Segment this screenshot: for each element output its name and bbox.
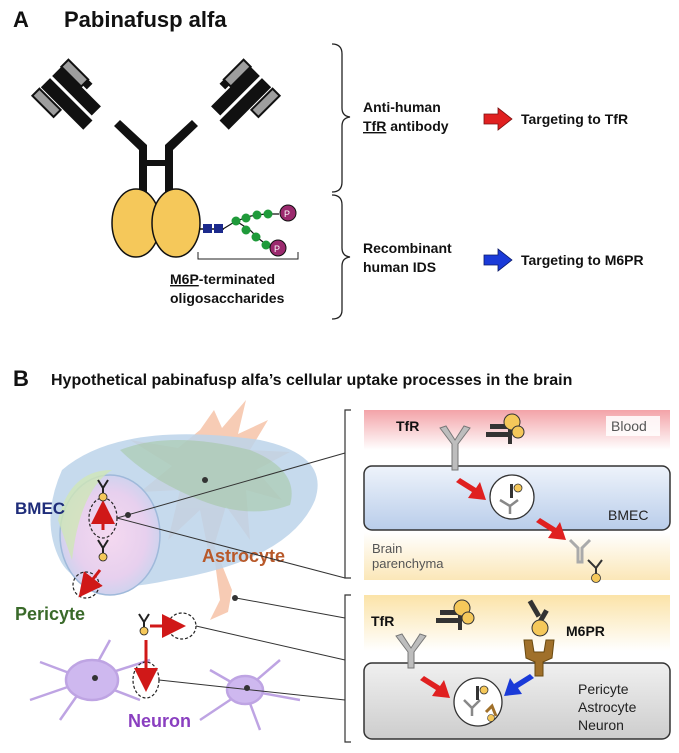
panel-b-title: Hypothetical pabinafusp alfa’s cellular … <box>51 372 572 389</box>
ids-target: Targeting to M6PR <box>521 252 644 268</box>
antibody-illustration <box>30 58 297 258</box>
blood-label: Blood <box>611 418 647 434</box>
top-box-bracket <box>344 409 351 579</box>
bottom-box-bracket <box>344 594 351 743</box>
target-cell-layer <box>363 662 671 740</box>
panel-b-letter: B <box>13 366 29 391</box>
oligo-label-line2: oligosaccharides <box>170 290 285 306</box>
top-box-illustration <box>439 413 603 583</box>
antibody-label-line1: Anti-human <box>363 99 441 115</box>
oligo-line1-rest: -terminated <box>199 271 275 287</box>
antibody-target: Targeting to TfR <box>521 111 628 127</box>
bottom-tfr-label: TfR <box>371 613 394 629</box>
ids-label-line2: human IDS <box>363 259 436 275</box>
bottom-parenchyma-region <box>364 595 670 651</box>
astrocyte-label: Astrocyte <box>202 546 285 566</box>
top-bmec-label: BMEC <box>608 507 648 523</box>
panel-a-letter: A <box>13 7 29 32</box>
phosphate-label-2: P <box>274 244 280 254</box>
parenchyma-line2: parenchyma <box>372 556 444 571</box>
antibody-brace <box>331 43 351 193</box>
tfr-underlined: TfR <box>363 118 386 134</box>
parenchyma-region <box>364 532 670 580</box>
bmec-label: BMEC <box>15 499 65 518</box>
brain-cells-illustration <box>29 400 318 731</box>
connector-lines <box>116 452 346 701</box>
m6p-underlined: M6P <box>170 271 199 287</box>
cell-label-line3: Neuron <box>578 717 624 733</box>
panel-a-title: Pabinafusp alfa <box>64 7 227 32</box>
ids-label-line1: Recombinant <box>363 240 452 256</box>
oligo-label-line1: M6P-terminated <box>170 271 275 287</box>
bottom-box-illustration <box>395 599 555 727</box>
m6pr-label: M6PR <box>566 623 605 639</box>
phosphate-label-1: P <box>284 209 290 219</box>
pericyte-label: Pericyte <box>15 604 85 624</box>
cell-label-line1: Pericyte <box>578 681 629 697</box>
antibody-label-line2: TfR antibody <box>363 118 449 134</box>
cell-label-line2: Astrocyte <box>578 699 637 715</box>
ids-brace <box>331 194 351 320</box>
neuron-label: Neuron <box>128 711 191 731</box>
red-arrow-icon <box>483 107 513 131</box>
antibody-line2-rest: antibody <box>386 118 448 134</box>
top-tfr-label: TfR <box>396 418 419 434</box>
blue-arrow-icon <box>483 248 513 272</box>
parenchyma-line1: Brain <box>372 541 402 556</box>
neuron-cell-icon <box>29 639 301 731</box>
